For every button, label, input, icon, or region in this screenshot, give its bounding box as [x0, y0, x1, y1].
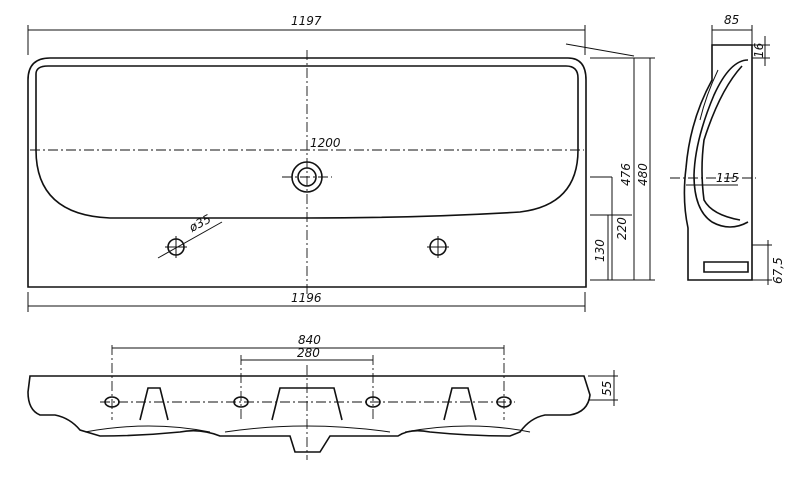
- dim-476: 476: [619, 163, 633, 186]
- dim-220: 220: [615, 217, 629, 240]
- dim-85: 85: [724, 13, 739, 27]
- dia-leader: [157, 221, 223, 259]
- dim-480: 480: [636, 163, 650, 186]
- side-view: 115 85 16 67,5: [670, 13, 785, 285]
- top-view: ø35 1200 1197 1196 130 220 476 480: [27, 14, 655, 312]
- front-view: 840 280 55: [27, 333, 618, 460]
- front-outline: [27, 375, 591, 453]
- dim-1200: 1200: [310, 136, 341, 150]
- dim-280: 280: [297, 346, 320, 360]
- dim-130: 130: [593, 239, 607, 262]
- dia-label: ø35: [186, 212, 213, 235]
- side-inner-basin: [693, 59, 749, 228]
- front-pillar-right: [443, 387, 477, 421]
- side-outline: [683, 44, 753, 281]
- dim-55: 55: [600, 381, 614, 396]
- dim-115: 115: [716, 171, 739, 185]
- dim-840: 840: [298, 333, 321, 347]
- dim-67-5: 67,5: [771, 257, 785, 284]
- drain-inner: [297, 167, 317, 187]
- front-pillar-left: [139, 387, 169, 421]
- dim-1197: 1197: [291, 14, 322, 28]
- dim-16: 16: [752, 42, 766, 58]
- basin-outline: [35, 65, 579, 219]
- dim-1196: 1196: [291, 291, 322, 305]
- top-outline: [27, 57, 587, 288]
- side-foot: [703, 261, 749, 273]
